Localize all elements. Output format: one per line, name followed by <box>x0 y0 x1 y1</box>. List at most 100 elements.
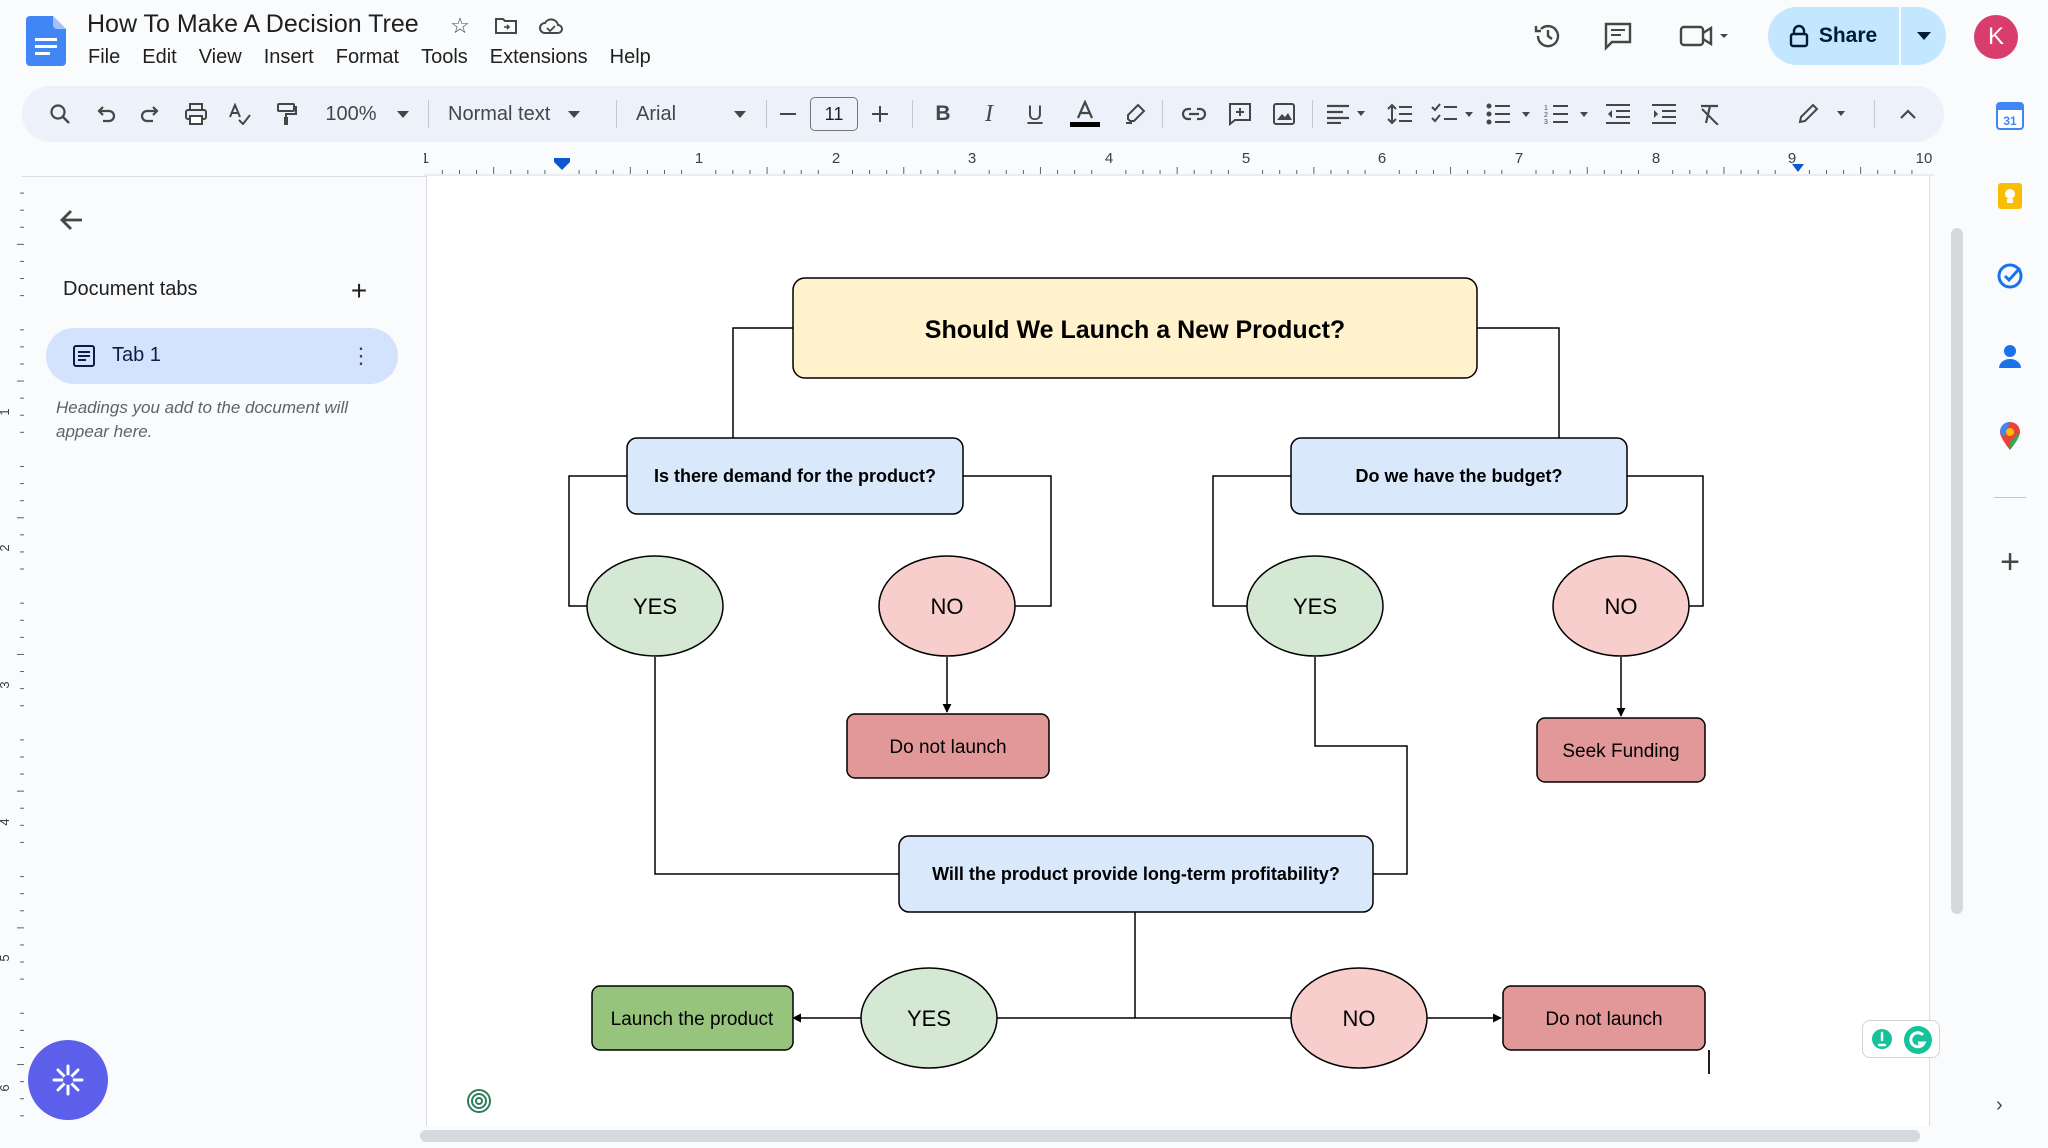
document-page[interactable]: Should We Launch a New Product? Is there… <box>426 176 1930 1126</box>
svg-text:1: 1 <box>1544 105 1548 112</box>
zoom-select[interactable]: 100% <box>322 86 412 142</box>
highlight-color-icon[interactable] <box>1118 86 1152 142</box>
vertical-scrollbar[interactable] <box>1951 228 1963 914</box>
menu-extensions[interactable]: Extensions <box>489 46 588 68</box>
tasks-icon[interactable] <box>1992 258 2028 294</box>
more-options-icon[interactable]: ⋮ <box>350 343 372 368</box>
paragraph-style-value: Normal text <box>448 102 551 125</box>
budget-question-node[interactable]: Do we have the budget? <box>1290 437 1628 515</box>
print-icon[interactable] <box>178 86 214 142</box>
budget-no-node[interactable]: NO <box>1552 555 1690 657</box>
toolbar-divider <box>428 100 429 128</box>
share-dropdown-button[interactable] <box>1901 7 1946 65</box>
final-do-not-launch-node[interactable]: Do not launch <box>1502 985 1706 1051</box>
checklist-select[interactable] <box>1428 86 1478 142</box>
font-family-select[interactable]: Arial <box>636 86 776 142</box>
increase-font-size-icon[interactable] <box>864 86 896 142</box>
do-not-launch-node[interactable]: Do not launch <box>846 713 1050 779</box>
italic-icon[interactable]: I <box>985 100 993 127</box>
underline-icon[interactable]: U <box>1027 102 1043 125</box>
root-node[interactable]: Should We Launch a New Product? <box>792 277 1478 379</box>
align-select[interactable] <box>1322 86 1372 142</box>
budget-yes-node[interactable]: YES <box>1246 555 1384 657</box>
demand-no-node[interactable]: NO <box>878 555 1016 657</box>
bold-icon[interactable]: B <box>935 102 951 125</box>
chevron-down-icon <box>396 110 409 118</box>
menu-help[interactable]: Help <box>609 46 651 68</box>
ruler-label: 1 <box>424 150 429 167</box>
profitability-question-node[interactable]: Will the product provide long-term profi… <box>898 835 1374 913</box>
font-size-input[interactable]: 11 <box>810 97 858 131</box>
add-comment-icon[interactable] <box>1222 86 1258 142</box>
add-tab-button[interactable]: + <box>350 275 368 306</box>
decision-tree-diagram[interactable]: Should We Launch a New Product? Is there… <box>427 176 1929 1126</box>
star-icon[interactable]: ☆ <box>450 13 470 38</box>
hide-menus-chevron-up-icon[interactable] <box>1890 86 1926 142</box>
svg-text:31: 31 <box>2003 114 2017 128</box>
paint-format-icon[interactable] <box>268 86 304 142</box>
increase-indent-icon[interactable] <box>1646 86 1682 142</box>
menu-file[interactable]: File <box>88 46 121 68</box>
maps-icon[interactable] <box>1992 418 2028 454</box>
profit-no-node[interactable]: NO <box>1290 967 1428 1069</box>
search-menus-icon[interactable] <box>42 86 78 142</box>
demand-question-node[interactable]: Is there demand for the product? <box>626 437 964 515</box>
title-bar: How To Make A Decision Tree ☆ File Edit … <box>0 0 2048 84</box>
contacts-icon[interactable] <box>1992 338 2028 374</box>
gemini-assistant-button[interactable] <box>28 1040 108 1120</box>
version-history-icon[interactable] <box>1528 16 1568 56</box>
line-spacing-icon[interactable] <box>1382 86 1418 142</box>
menu-edit[interactable]: Edit <box>142 46 177 68</box>
toolbar-divider <box>1312 100 1313 128</box>
tab-item-tab-1[interactable]: Tab 1 ⋮ <box>46 328 398 384</box>
menu-tools[interactable]: Tools <box>421 46 468 68</box>
document-title[interactable]: How To Make A Decision Tree <box>87 10 419 38</box>
decrease-indent-icon[interactable] <box>1600 86 1636 142</box>
grammarly-widget[interactable] <box>1862 1020 1940 1058</box>
horizontal-scrollbar[interactable] <box>420 1130 1920 1142</box>
back-arrow-icon[interactable] <box>54 202 90 238</box>
text-color-icon[interactable] <box>1068 86 1102 142</box>
chevron-down-icon <box>1916 32 1931 40</box>
profit-yes-node[interactable]: YES <box>860 967 998 1069</box>
connector-budget-to-no <box>1627 475 1704 607</box>
lock-icon <box>1789 24 1809 48</box>
insert-link-icon[interactable] <box>1176 86 1212 142</box>
left-indent-marker[interactable] <box>554 158 570 170</box>
insert-image-icon[interactable] <box>1266 86 1302 142</box>
seek-funding-node[interactable]: Seek Funding <box>1536 717 1706 783</box>
show-side-panel-chevron-icon[interactable]: › <box>1996 1094 2003 1116</box>
calendar-icon[interactable]: 31 <box>1992 98 2028 134</box>
horizontal-ruler[interactable]: 1 1 2 3 4 5 6 7 8 9 10 <box>424 150 1934 176</box>
meet-icon[interactable] <box>1676 16 1736 56</box>
menu-format[interactable]: Format <box>335 46 400 68</box>
demand-yes-node[interactable]: YES <box>586 555 724 657</box>
redo-icon[interactable] <box>132 86 168 142</box>
menu-view[interactable]: View <box>198 46 242 68</box>
account-avatar[interactable]: K <box>1974 15 2018 59</box>
docs-logo-icon[interactable] <box>26 16 66 66</box>
cloud-saved-icon[interactable] <box>537 12 565 40</box>
bulleted-list-select[interactable] <box>1482 86 1536 142</box>
menu-insert[interactable]: Insert <box>263 46 314 68</box>
editing-mode-select[interactable] <box>1792 86 1852 142</box>
vertical-ruler-label: 2 <box>0 544 12 551</box>
launch-node[interactable]: Launch the product <box>591 985 794 1051</box>
move-folder-icon[interactable] <box>492 12 520 40</box>
comments-icon[interactable] <box>1598 16 1638 56</box>
right-indent-marker[interactable] <box>1792 164 1804 172</box>
spellcheck-icon[interactable] <box>222 86 258 142</box>
get-add-ons-icon[interactable]: + <box>2000 542 2020 581</box>
paragraph-style-select[interactable]: Normal text <box>448 86 618 142</box>
share-button[interactable]: Share <box>1768 7 1898 65</box>
ruler-label: 2 <box>832 150 840 167</box>
vertical-ruler[interactable]: 1 2 3 4 5 6 <box>0 176 26 1148</box>
chevron-down-icon <box>734 110 747 118</box>
keep-icon[interactable] <box>1992 178 2028 214</box>
clear-formatting-icon[interactable] <box>1692 86 1728 142</box>
decrease-font-size-icon[interactable] <box>772 86 804 142</box>
undo-icon[interactable] <box>88 86 124 142</box>
font-family-value: Arial <box>636 102 677 125</box>
do-not-launch-label: Do not launch <box>889 737 1006 758</box>
